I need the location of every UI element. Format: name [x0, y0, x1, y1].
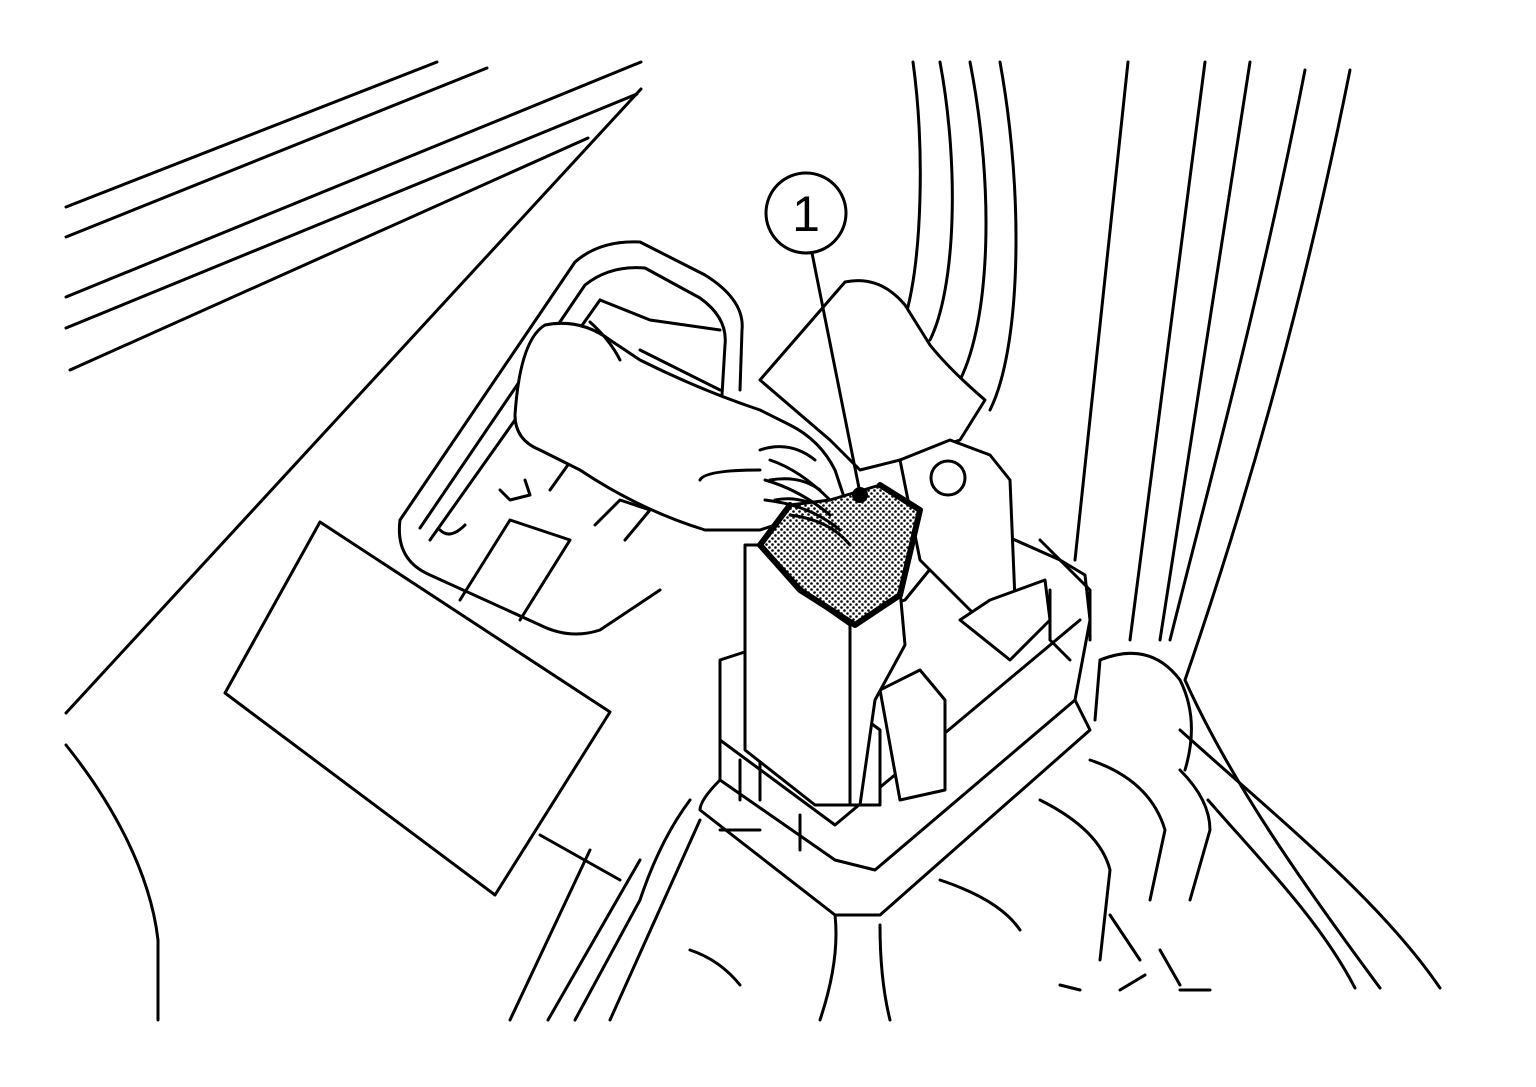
trim-lines-upper-left [64, 60, 643, 372]
callout-label: 1 [792, 186, 820, 242]
label-sheet [223, 520, 622, 897]
upper-hand [758, 279, 987, 472]
body-curves-right [903, 60, 1442, 990]
callout-leader-line [810, 251, 862, 495]
wire-harness [763, 458, 852, 547]
callout-circle [764, 171, 848, 255]
callout-leader-dot [852, 487, 868, 503]
lower-hand [573, 651, 1212, 1022]
callout-1: 1 [764, 171, 868, 503]
lower-left-lines [508, 848, 642, 1022]
panel-edge [64, 87, 643, 1022]
harness-connector [743, 482, 923, 807]
left-hand [513, 320, 847, 532]
